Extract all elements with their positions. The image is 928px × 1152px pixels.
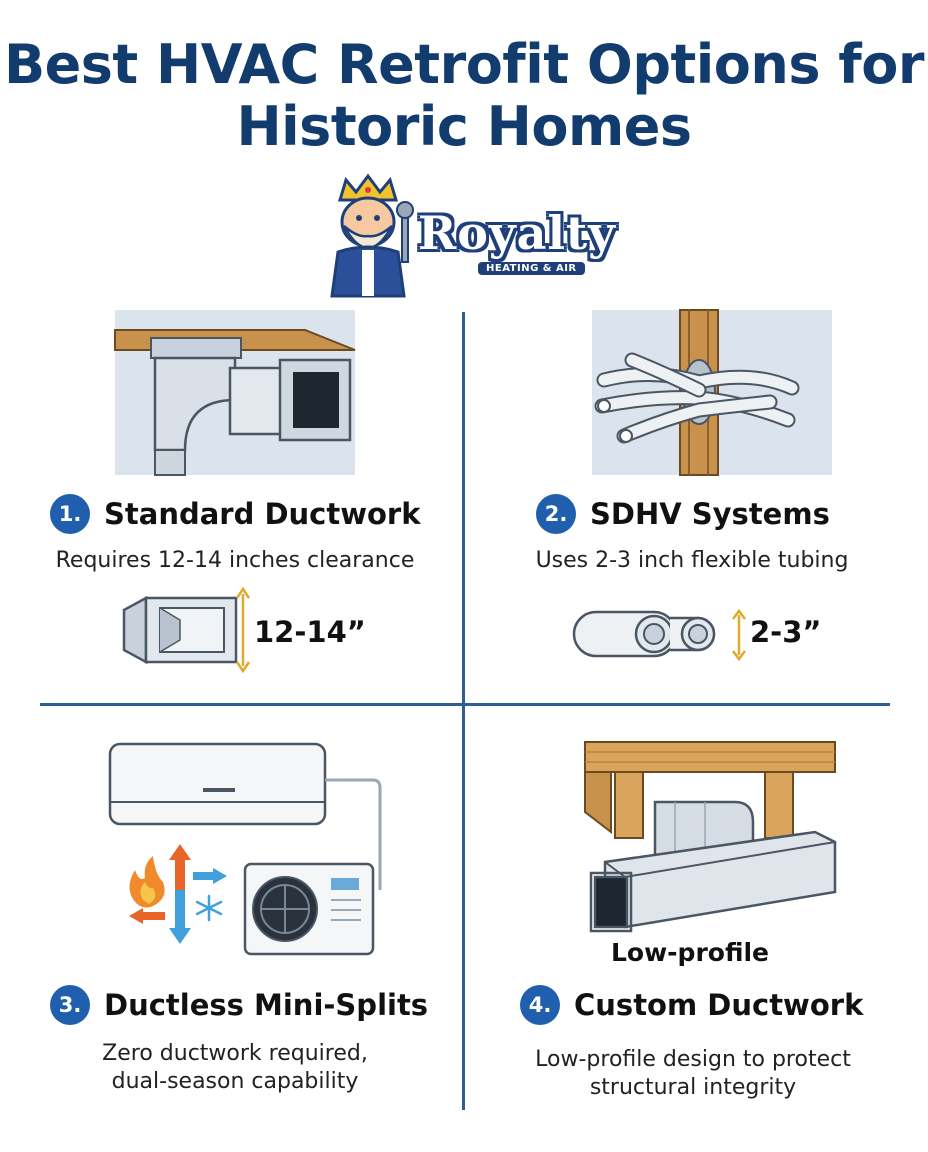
option-1-heading: 1. Standard Ductwork (50, 494, 421, 534)
horizontal-divider (40, 703, 890, 706)
option-4-title: Custom Ductwork (574, 988, 864, 1022)
option-2-dimension: 2-3” (750, 615, 822, 649)
option-3-title: Ductless Mini-Splits (104, 988, 429, 1022)
tube-cross-section-icon (572, 610, 716, 658)
royalty-logo: Royalty HEATING & AIR (318, 172, 618, 302)
custom-ductwork-illustration (584, 741, 837, 933)
logo-name: Royalty (418, 206, 616, 260)
option-1-number: 1. (50, 494, 90, 534)
mascot-king-icon (330, 173, 414, 298)
option-2-heading: 2. SDHV Systems (536, 494, 830, 534)
option-3-description: Zero ductwork required, dual-season capa… (20, 1040, 450, 1096)
option-4-description: Low-profile design to protect structural… (478, 1046, 908, 1102)
vertical-divider (462, 312, 465, 1110)
option-1-dimension: 12-14” (254, 615, 366, 649)
option-3-number: 3. (50, 985, 90, 1025)
sdhv-tubing-illustration (592, 309, 832, 476)
mini-split-illustration (108, 742, 382, 956)
option-2-description: Uses 2-3 inch flexible tubing (535, 548, 849, 573)
option-2-number: 2. (536, 494, 576, 534)
standard-ductwork-illustration (114, 310, 356, 476)
height-arrow-icon (732, 608, 746, 662)
height-arrow-icon (235, 586, 251, 674)
option-1-title: Standard Ductwork (104, 497, 421, 531)
option-3-description-line-2: dual-season capability (111, 1069, 359, 1094)
option-3-heading: 3. Ductless Mini-Splits (50, 985, 428, 1025)
option-4-description-line-2: structural integrity (589, 1075, 797, 1100)
page-title: Best HVAC Retrofit Options for Historic … (3, 33, 925, 158)
option-4-heading: 4. Custom Ductwork (520, 985, 863, 1025)
option-4-image-label: Low-profile (610, 938, 770, 967)
option-3-description-line-1: Zero ductwork required, (102, 1041, 368, 1066)
logo-tagline: HEATING & AIR (478, 262, 585, 275)
option-2-title: SDHV Systems (590, 497, 830, 531)
option-1-description: Requires 12-14 inches clearance (55, 548, 415, 573)
option-4-number: 4. (520, 985, 560, 1025)
option-4-description-line-1: Low-profile design to protect (535, 1047, 851, 1072)
duct-cross-section-icon (122, 595, 238, 665)
